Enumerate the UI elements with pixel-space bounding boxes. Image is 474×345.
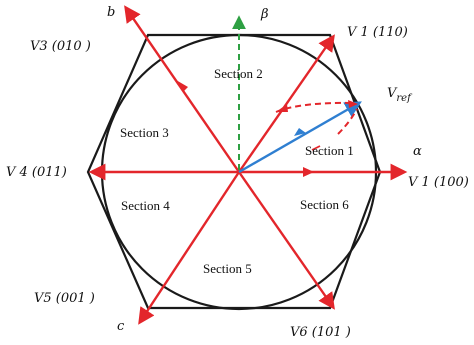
v3-mid-arrowhead [176, 80, 188, 92]
label-section-2: Section 2 [214, 66, 263, 81]
label-v3-010: V3 (010 ) [30, 39, 91, 54]
label-section-6: Section 6 [300, 197, 349, 212]
construction-arrowhead-right [348, 100, 358, 108]
label-vref: Vref [387, 86, 413, 104]
construction-arrowhead-left [276, 104, 288, 112]
axis-c-line [138, 171, 241, 325]
vref-mid-arrowhead [294, 128, 306, 136]
label-v4-011: V 4 (011) [6, 165, 67, 180]
label-vref-main: V [387, 86, 398, 101]
label-section-4: Section 4 [121, 198, 170, 213]
label-vref-sub: ref [396, 93, 413, 104]
alpha-mid-arrowhead [303, 167, 314, 177]
label-axis-b: b [107, 5, 115, 20]
construction-dashed-upper [275, 101, 356, 113]
label-v1-110: V 1 (110) [347, 25, 408, 40]
label-section-5: Section 5 [203, 261, 252, 276]
label-v5-001: V5 (001 ) [34, 291, 95, 306]
label-v6-101: V6 (101 ) [290, 325, 351, 340]
label-section-1: Section 1 [305, 143, 354, 158]
v6-101-vector [238, 171, 335, 310]
label-section-3: Section 3 [120, 125, 169, 140]
label-alpha: α [413, 144, 422, 159]
label-beta: β [260, 7, 269, 22]
v1-110-vector [238, 34, 335, 173]
construction-dashed-lower [337, 108, 358, 135]
label-v1-100: V 1 (100) [408, 175, 469, 190]
label-axis-c: c [117, 319, 125, 334]
construction-lower-arrow [311, 145, 321, 151]
vref-vector [238, 101, 362, 174]
